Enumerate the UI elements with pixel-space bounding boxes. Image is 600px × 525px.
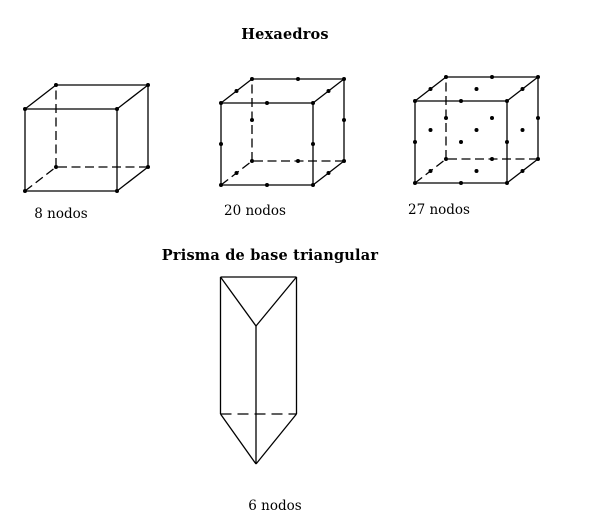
hexahedron-20-nodes-drawing: [219, 77, 346, 187]
hexahedron-27-nodes-drawing: [413, 75, 540, 185]
figure-label-27-nodos: 27 nodos: [408, 202, 470, 218]
figure-label-20-nodos: 20 nodos: [224, 203, 286, 219]
hexahedron-8-nodes-drawing: [23, 83, 150, 193]
section-title-triangular-prism: Prisma de base triangular: [161, 247, 379, 264]
section-title-hexahedra: Hexaedros: [241, 26, 329, 43]
figure-label-8-nodos: 8 nodos: [34, 206, 88, 222]
triangular-prism-drawing: [219, 276, 298, 465]
figure-label-6-nodos: 6 nodos: [248, 498, 302, 514]
